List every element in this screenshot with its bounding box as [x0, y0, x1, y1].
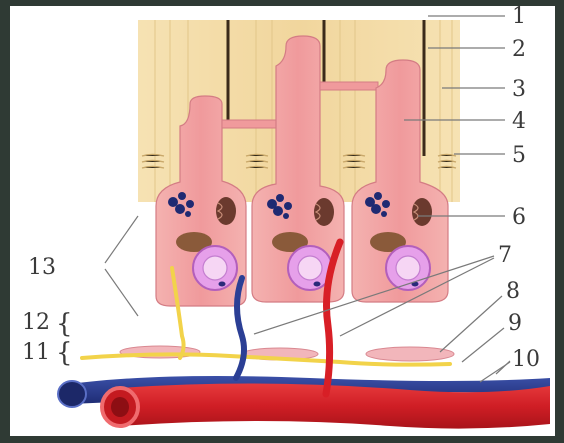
label-3: 3 [512, 77, 526, 102]
label-8: 8 [506, 279, 520, 304]
label-7: 7 [498, 243, 512, 268]
brace-12: { [56, 309, 73, 339]
label-9: 9 [508, 311, 522, 336]
brace-11: { [56, 338, 73, 368]
label-12: 12 [22, 310, 50, 335]
label-13: 13 [28, 255, 56, 280]
label-2: 2 [512, 37, 526, 62]
artery-lumen [111, 397, 129, 417]
cell-diagram: 1 2 3 4 5 6 7 8 9 10 11 12 13 { { [10, 6, 555, 436]
vein-opening [58, 381, 86, 407]
label-1: 1 [512, 6, 526, 29]
cell-junction-bridge [222, 120, 278, 128]
label-4: 4 [512, 109, 526, 134]
label-6: 6 [512, 205, 526, 230]
cell-junction-bridge [320, 82, 378, 90]
diagram-frame: 1 2 3 4 5 6 7 8 9 10 11 12 13 { { [10, 6, 555, 436]
label-11: 11 [22, 340, 50, 365]
label-5: 5 [512, 143, 526, 168]
blood-vessels [58, 376, 550, 429]
flat-cell-right [366, 347, 454, 361]
label-10: 10 [512, 347, 540, 372]
